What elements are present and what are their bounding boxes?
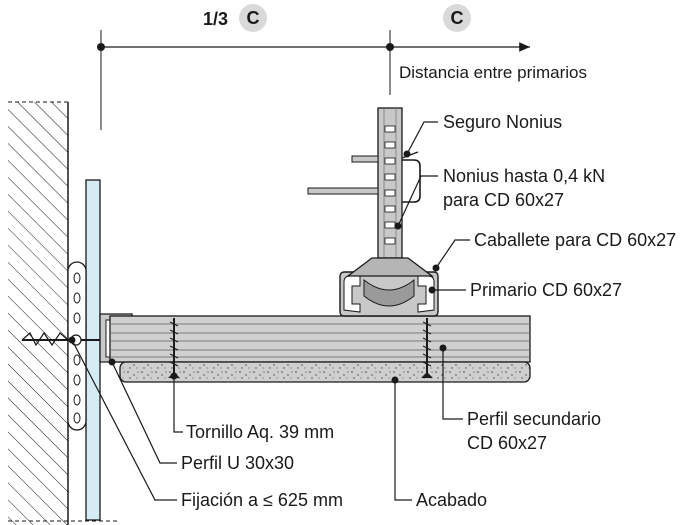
slotted-fixing-strip xyxy=(67,261,87,431)
plasterboard-finish xyxy=(119,361,531,383)
dimension-group: 1/3 C C Distancia entre primarios xyxy=(97,4,587,130)
svg-text:Primario CD 60x27: Primario CD 60x27 xyxy=(470,280,622,300)
dimension-caption: Distancia entre primarios xyxy=(399,63,587,82)
callout-tornillo: Tornillo Aq. 39 mm xyxy=(170,372,334,442)
svg-text:C: C xyxy=(451,8,464,28)
svg-text:Fijación a ≤ 625 mm: Fijación a ≤ 625 mm xyxy=(181,490,343,510)
svg-text:Perfil U 30x30: Perfil U 30x30 xyxy=(181,453,294,473)
callout-seguro: Seguro Nonius xyxy=(403,112,562,158)
callout-caballete: Caballete para CD 60x27 xyxy=(432,230,676,272)
svg-text:Perfil secundario: Perfil secundario xyxy=(467,409,601,429)
callout-primario: Primario CD 60x27 xyxy=(428,280,622,300)
wall-lining-panel xyxy=(85,179,101,521)
screw-right xyxy=(421,318,433,378)
spacing-badge-right: C xyxy=(443,4,471,32)
svg-text:para CD 60x27: para CD 60x27 xyxy=(443,190,564,210)
svg-text:Tornillo Aq. 39 mm: Tornillo Aq. 39 mm xyxy=(186,422,334,442)
nonius-safety-pin xyxy=(307,151,421,203)
svg-text:Seguro Nonius: Seguro Nonius xyxy=(443,112,562,132)
svg-text:Acabado: Acabado xyxy=(416,490,487,510)
fraction-label: 1/3 xyxy=(203,9,228,29)
callout-perfil-u: Perfil U 30x30 xyxy=(108,358,294,473)
svg-text:Caballete para CD 60x27: Caballete para CD 60x27 xyxy=(474,230,676,250)
masonry-wall xyxy=(8,101,120,525)
svg-text:C: C xyxy=(247,8,260,28)
svg-text:CD 60x27: CD 60x27 xyxy=(467,433,547,453)
callout-fijacion: Fijación a ≤ 625 mm xyxy=(68,336,343,510)
nonius-hanger xyxy=(346,107,434,277)
callout-nonius: Nonius hasta 0,4 kN para CD 60x27 xyxy=(394,166,605,230)
spacing-badge-left: C xyxy=(239,4,267,32)
primary-profile xyxy=(339,271,439,317)
callout-acabado: Acabado xyxy=(391,376,487,510)
svg-text:Nonius hasta 0,4 kN: Nonius hasta 0,4 kN xyxy=(443,166,605,186)
callout-perfil-secundario: Perfil secundario CD 60x27 xyxy=(439,344,601,453)
